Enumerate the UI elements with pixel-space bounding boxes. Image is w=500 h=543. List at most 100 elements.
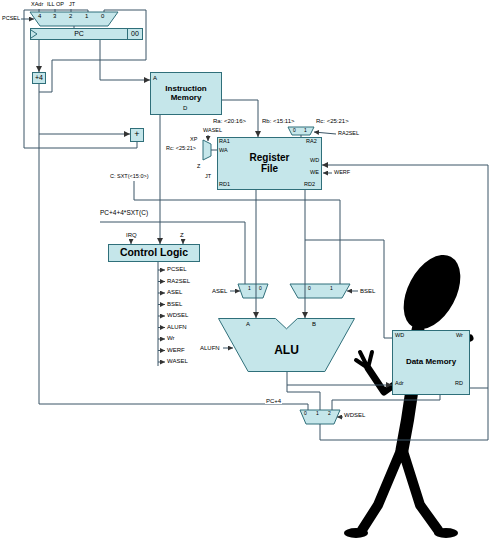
signal-label: Rc: <25:21> [166,146,196,152]
signal-label: ALUFN [200,345,220,351]
signal-label: 0 [304,411,307,416]
adder-box: +4 [32,72,46,84]
signal-label: 0 [259,286,262,291]
signal-label: IRQ [126,232,137,238]
signal-label: WERF [334,170,350,176]
box-title: ALU [274,344,299,357]
signal-arrow [347,291,358,292]
signal-arrow [158,270,165,271]
datapath-connector [287,372,392,385]
signal-label: Wr [167,335,175,341]
signal-label: B [312,321,316,327]
signal-label: RD1 [219,182,230,188]
stick-figure [344,245,472,538]
signal-label: Z [197,164,200,170]
signal-arrow [158,293,165,294]
datapath-wires [24,9,488,440]
signal-label: 0 [293,128,296,133]
signal-arrow [158,350,165,351]
box-title: +4 [35,74,43,81]
signal-label: XAdr [31,2,43,8]
box-title: Register File [242,153,298,174]
signal-label: WASEL [167,358,188,364]
signal-arrow [158,304,165,305]
figure-foot [434,528,458,538]
signal-label: 0 [101,13,104,19]
control-box: Control Logic [108,244,200,262]
signal-label: 0 [308,286,311,291]
figure-foot [344,528,368,538]
mux-symbol [203,140,211,160]
signal-label: XP [190,137,197,143]
signal-label: RA2 [306,139,317,145]
signal-label: PC+4 [265,398,282,404]
signal-label: Wr [456,333,463,339]
signal-arrow [158,327,165,328]
signal-label: 1 [85,13,88,19]
signal-label: 3 [53,13,56,19]
datapath-connector [305,190,306,318]
signal-label: 1 [330,286,333,291]
mux-symbol [300,410,340,424]
signal-label: WERF [167,347,185,353]
signal-arrow [158,339,165,340]
box-title: PC [31,29,127,39]
signal-label: JT [205,174,211,180]
adder-box: + [130,128,144,142]
figure-legs [362,448,438,530]
signal-label: WA [219,148,228,154]
signal-label: BSEL [167,301,182,307]
alu-polygon [219,319,355,372]
box-title: + [134,130,139,139]
signal-label: D [183,105,187,111]
register-box: PC00 [30,28,143,40]
signal-label: WD [310,158,319,164]
signal-label: 2 [328,411,331,416]
datapath-connector [160,115,161,244]
box-title: Data Memory [406,358,456,366]
signal-arrows [21,19,358,417]
signal-label: ILL OP [47,2,64,8]
signal-label: WDSEL [344,412,365,418]
signal-label: C: SXT(<15:0>) [110,174,149,180]
clock-triangle [31,30,37,38]
mux-symbol [290,284,350,298]
signal-arrow [21,19,34,20]
signal-label: Rc: <25:21> [316,118,349,124]
signal-arrow [208,135,209,141]
signal-label: 2 [69,13,72,19]
signal-label: RA2SEL [167,278,190,284]
signal-label: WDSEL [167,312,188,318]
signal-label: 4 [38,13,41,19]
datapath-connector [39,84,130,134]
datapath-connector [256,190,257,318]
mux-symbol [288,127,314,135]
signal-arrow [337,417,343,418]
signal-label: RA1 [219,139,230,145]
signal-label: PCSEL [167,266,187,272]
signal-label: 1 [248,286,251,291]
signal-label: ASEL [212,288,227,294]
signal-label: 1 [304,128,307,133]
alu-shape: ALU [218,318,355,372]
signal-label: A [246,321,250,327]
figure-hand [356,352,372,368]
signal-label: JT [69,2,75,8]
signal-arrow [230,291,240,292]
clock-symbol [31,29,39,39]
signal-label: ASEL [167,289,182,295]
signal-label: Ra: <20:16> [213,118,246,124]
datapath-connector [100,40,150,80]
signal-label: Adr [395,381,404,387]
datapath-connector [39,40,40,72]
signal-label: BSEL [360,288,375,294]
figure-head [392,245,472,338]
signal-label: PC+4+4*SXT(C) [100,210,148,217]
box-text: 00 [127,29,142,39]
signal-arrow [314,132,336,134]
mux-symbol [30,12,118,26]
box-title: Instruction Memory [155,85,217,102]
